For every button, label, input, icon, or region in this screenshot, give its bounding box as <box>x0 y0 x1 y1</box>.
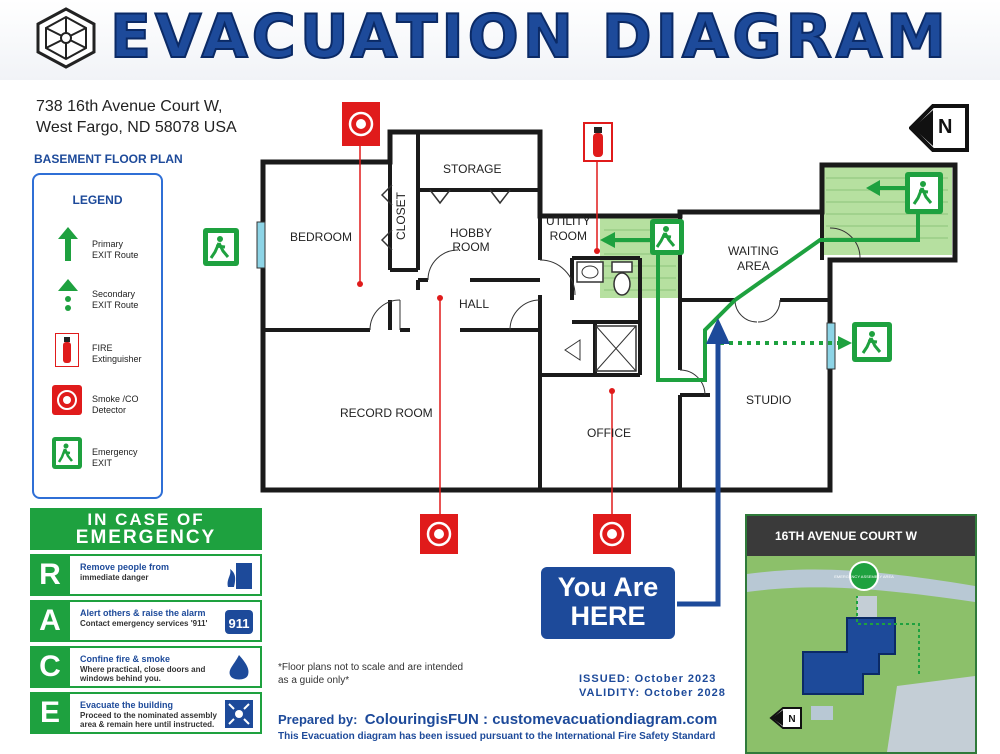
secondary-route-arrow-icon <box>58 279 78 311</box>
street-name: 16TH AVENUE COURT W <box>747 516 975 556</box>
site-map: 16TH AVENUE COURT W EMERGENCY ASSEMBLY A… <box>745 514 977 754</box>
scale-note: *Floor plans not to scale and are intend… <box>278 662 464 686</box>
assembly-area-label: EMERGENCY ASSEMBLY AREA <box>834 574 894 579</box>
fire-person-icon <box>227 563 252 589</box>
room-office: OFFICE <box>587 426 631 440</box>
assembly-point-icon <box>225 700 253 728</box>
floor-plan-label: BASEMENT FLOOR PLAN <box>34 152 183 166</box>
room-hall: HALL <box>459 297 490 311</box>
map-compass-letter: N <box>788 714 795 725</box>
primary-route-arrow-icon <box>58 227 78 261</box>
legend-title: LEGEND <box>72 193 123 207</box>
footer-note: This Evacuation diagram has been issued … <box>278 731 716 742</box>
room-studio: STUDIO <box>746 393 792 407</box>
room-closet: CLOSET <box>394 191 408 240</box>
emergency-exit-icon <box>852 322 892 362</box>
address-line-1: 738 16th Avenue Court W, <box>36 98 223 115</box>
smoke-detector-icon <box>593 514 631 554</box>
address: 738 16th Avenue Court W, West Fargo, ND … <box>36 96 237 138</box>
cube-logo-icon <box>36 7 96 69</box>
compass-arrow-icon <box>908 104 969 152</box>
emergency-exit-icon <box>650 219 684 255</box>
compass-letter: N <box>938 116 953 138</box>
fire-extinguisher-icon <box>55 333 79 367</box>
room-bedroom: BEDROOM <box>290 230 353 244</box>
header-band <box>0 0 1000 80</box>
prepared-by: Prepared by: ColouringisFUN : customevac… <box>278 711 718 728</box>
svg-text:911: 911 <box>229 616 250 631</box>
page-title: EVACUATION DIAGRAM <box>109 1 950 73</box>
phone-911-icon: 911 <box>225 610 253 634</box>
address-line-2: West Fargo, ND 58078 USA <box>36 119 237 136</box>
fire-extinguisher-icon <box>583 122 613 162</box>
flame-icon <box>229 655 249 680</box>
smoke-detector-icon <box>342 102 380 146</box>
smoke-detector-icon <box>420 514 458 554</box>
emergency-exit-icon <box>203 228 239 266</box>
walls <box>260 129 958 493</box>
emergency-exit-icon <box>52 437 82 469</box>
emergency-exit-icon <box>905 172 943 214</box>
site-map-graphic: EMERGENCY ASSEMBLY AREA N <box>747 556 975 752</box>
north-compass: N <box>908 104 969 152</box>
room-storage: STORAGE <box>443 162 502 176</box>
room-record: RECORD ROOM <box>340 406 433 420</box>
smoke-detector-icon <box>52 385 82 415</box>
